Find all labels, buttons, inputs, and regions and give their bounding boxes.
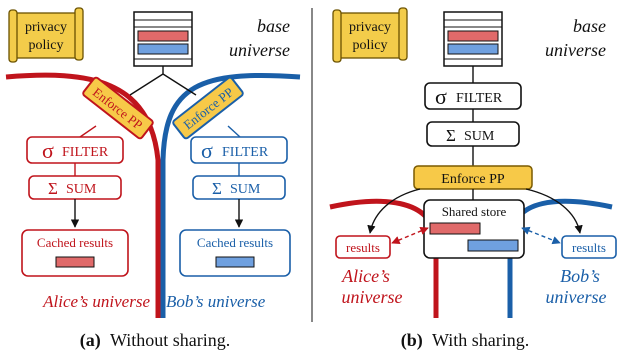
alice-filter-node: σ FILTER — [26, 136, 124, 164]
alice-results-node: results — [335, 235, 391, 259]
base-universe-line1: base — [257, 16, 290, 36]
base-universe-line2: universe — [229, 40, 290, 60]
caption-a-text: Without sharing. — [110, 330, 230, 350]
svg-text:(a) Without sharing.: (a) Without sharing. — [80, 330, 230, 351]
shared-sum-symbol: Σ — [446, 126, 456, 145]
caption-b: (b) With sharing. — [401, 330, 529, 351]
bob-universe-boundary — [160, 72, 301, 318]
base-universe-b-line1: base — [573, 16, 606, 36]
alice-universe-label: Alice’s universe — [42, 292, 150, 311]
alice-results-label: results — [346, 240, 380, 255]
fork-connector — [129, 66, 197, 96]
privacy-policy-scroll: privacy policy — [8, 7, 84, 63]
privacy-policy-b-line1: privacy — [349, 20, 391, 35]
bob-cached-bar — [215, 256, 255, 268]
panel-a: privacy policy base universe Enforce PP … — [5, 7, 301, 318]
alice-enforce-connector — [79, 125, 97, 138]
alice-filter-label: FILTER — [62, 145, 109, 160]
bob-results-node: results — [561, 235, 617, 259]
panel-b: privacy policy base universe σ FILTER Σ … — [329, 7, 617, 318]
bob-sum-label: SUM — [230, 182, 261, 197]
shared-store-node: Shared store — [423, 199, 525, 259]
bob-filter-label: FILTER — [222, 145, 269, 160]
alice-universe-boundary — [5, 72, 161, 318]
bob-cached-results-node: Cached results — [179, 229, 291, 277]
alice-store-link — [391, 227, 429, 244]
bob-universe-b-line1: Bob’s — [560, 266, 600, 286]
shared-store-label: Shared store — [442, 204, 507, 219]
alice-cached-bar — [55, 256, 95, 268]
shared-sum-label: SUM — [464, 129, 495, 144]
enforce-bob-arrow — [525, 188, 583, 234]
alice-cached-results-node: Cached results — [21, 229, 129, 277]
bob-universe-b-line2: universe — [546, 287, 607, 307]
base-universe-b-line2: universe — [545, 40, 606, 60]
bob-cached-results-label: Cached results — [197, 235, 273, 250]
alice-sum-label: SUM — [66, 182, 97, 197]
bob-store-link — [521, 226, 561, 245]
shared-sum-node: Σ SUM — [426, 121, 520, 147]
alice-sum-node: Σ SUM — [28, 175, 122, 200]
shared-filter-node: σ FILTER — [424, 82, 522, 110]
privacy-policy-line2: policy — [29, 38, 64, 53]
bob-filter-node: σ FILTER — [190, 136, 288, 164]
base-table-icon-b — [443, 11, 503, 67]
bob-results-label: results — [572, 240, 606, 255]
shared-store-blue-bar — [467, 239, 519, 252]
enforce-pp-shared-label: Enforce PP — [441, 172, 505, 187]
bob-universe-label: Bob’s universe — [166, 292, 266, 311]
bob-enforce-connector — [227, 125, 241, 138]
enforce-alice-arrow — [367, 188, 421, 234]
alice-sum-symbol: Σ — [48, 179, 58, 198]
caption-a-tag: (a) — [80, 330, 101, 351]
alice-universe-b-line1: Alice’s — [341, 266, 390, 286]
caption-a: (a) Without sharing. — [80, 330, 230, 351]
alice-universe-b-line2: universe — [342, 287, 403, 307]
bob-filter-symbol: σ — [201, 138, 213, 163]
bob-sum-node: Σ SUM — [192, 175, 286, 200]
bob-sum-symbol: Σ — [212, 179, 222, 198]
shared-filter-label: FILTER — [456, 91, 503, 106]
privacy-policy-scroll-b: privacy policy — [332, 7, 408, 63]
svg-text:(b) With sharing.: (b) With sharing. — [401, 330, 529, 351]
caption-b-tag: (b) — [401, 330, 423, 351]
base-table-icon — [133, 11, 193, 67]
alice-cached-results-label: Cached results — [37, 235, 113, 250]
privacy-policy-line1: privacy — [25, 20, 67, 35]
caption-b-text: With sharing. — [432, 330, 529, 350]
privacy-policy-b-line2: policy — [353, 38, 388, 53]
shared-store-red-bar — [429, 222, 481, 235]
enforce-pp-shared: Enforce PP — [413, 165, 533, 190]
alice-filter-symbol: σ — [42, 138, 54, 163]
shared-filter-symbol: σ — [435, 84, 447, 109]
